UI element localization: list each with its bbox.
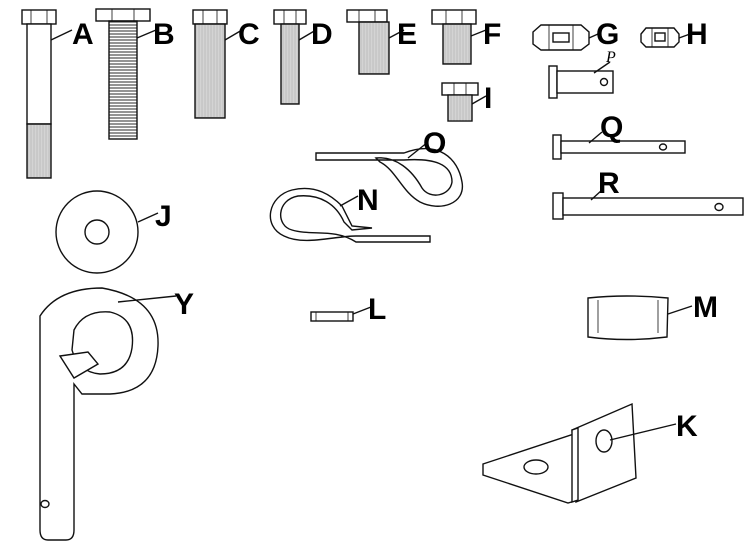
sleeve-m: [587, 295, 693, 341]
label-q: Q: [600, 111, 623, 144]
label-m: M: [693, 291, 718, 324]
hitch-pin-clip-o: [315, 141, 463, 207]
label-k: K: [676, 410, 698, 443]
label-j: J: [155, 200, 172, 233]
label-f: F: [483, 18, 501, 51]
hook-pin-y: [39, 287, 177, 541]
label-y: Y: [174, 288, 194, 321]
label-e: E: [397, 18, 417, 51]
label-b: B: [153, 18, 175, 51]
bolt-a: [21, 9, 73, 179]
bolt-c: [192, 9, 243, 119]
label-d: D: [311, 18, 333, 51]
label-p: P: [605, 49, 616, 66]
nut-h: [640, 27, 691, 48]
bolt-d: [273, 9, 317, 105]
bolt-e: [346, 9, 405, 75]
clevis-pin-p: [548, 61, 614, 99]
clevis-pin-q: [552, 131, 686, 160]
bolt-f: [431, 9, 487, 65]
label-r: R: [598, 167, 620, 200]
label-a: A: [72, 18, 94, 51]
washer-j: [55, 190, 159, 274]
roll-pin-l: [310, 306, 372, 322]
label-g: G: [596, 18, 619, 51]
label-n: N: [357, 184, 379, 217]
bolt-i: [441, 82, 487, 122]
label-o: O: [423, 127, 446, 160]
label-h: H: [686, 18, 708, 51]
label-c: C: [238, 18, 260, 51]
clevis-pin-r: [552, 189, 744, 220]
bolt-b: [95, 8, 157, 140]
label-l: L: [368, 293, 386, 326]
angle-bracket-k: [482, 402, 677, 504]
nut-g: [532, 24, 599, 51]
label-i: I: [484, 82, 492, 115]
hitch-pin-clip-n: [269, 187, 431, 243]
